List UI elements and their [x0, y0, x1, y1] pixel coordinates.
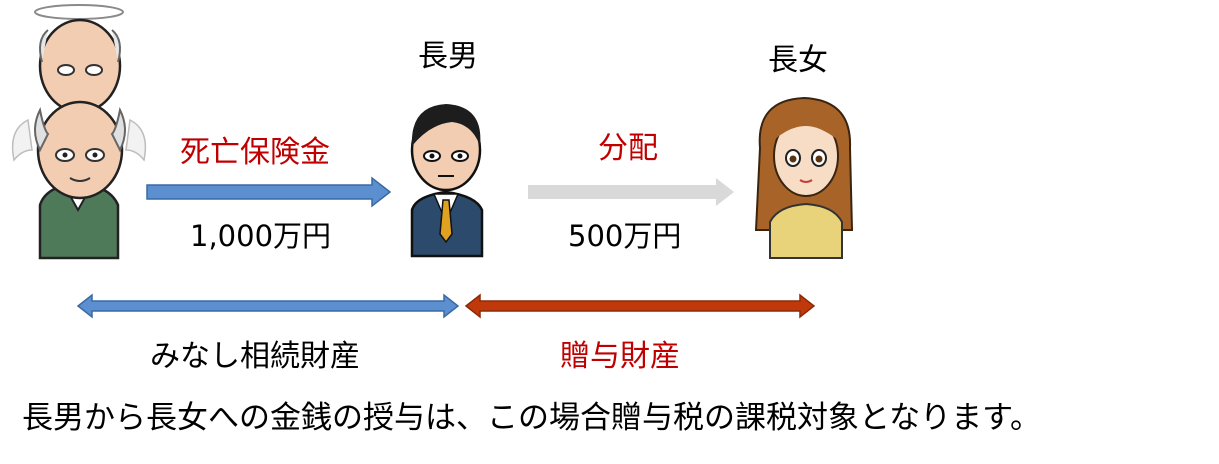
elderly-man-with-halo-icon [11, 4, 147, 260]
deemed-inheritance-range-arrow [76, 293, 460, 319]
distribution-flow-arrow [528, 178, 734, 206]
distribution-amount: 500万円 [568, 219, 682, 253]
gift-range-arrow [464, 293, 816, 319]
distribution-label: 分配 [598, 131, 658, 166]
man-in-suit-icon [410, 104, 484, 258]
girl-with-long-hair-icon [754, 96, 854, 259]
insurance-amount: 1,000万円 [190, 219, 332, 253]
deemed-inheritance-label: みなし相続財産 [150, 339, 360, 374]
son-label: 長男 [418, 39, 478, 74]
insurance-label: 死亡保険金 [180, 135, 330, 170]
footer-note: 長男から長女への金銭の授与は、この場合贈与税の課税対象となります。 [22, 400, 1041, 436]
gift-property-label: 贈与財産 [560, 339, 680, 374]
insurance-flow-arrow [146, 176, 392, 208]
daughter-label: 長女 [768, 43, 828, 78]
